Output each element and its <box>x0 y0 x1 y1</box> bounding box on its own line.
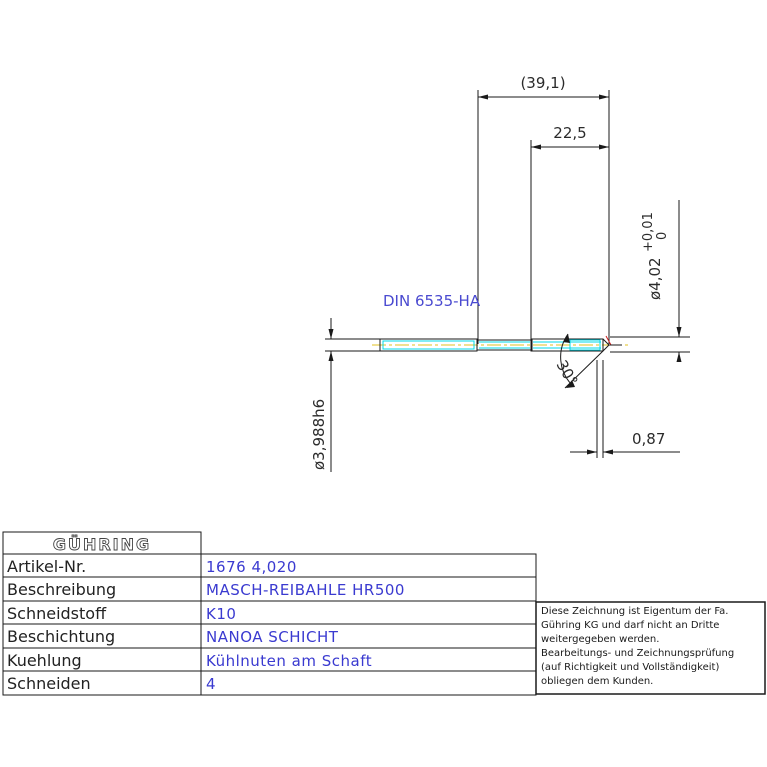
tool-body <box>372 335 628 352</box>
tolerance-lower-text: 0 <box>655 232 670 240</box>
row-value-artikel: 1676 4,020 <box>206 558 297 576</box>
diameter-main-text: ø4,02 <box>646 257 664 300</box>
row-value-schneidstoff: K10 <box>206 605 236 623</box>
row-label-beschreibung: Beschreibung <box>7 580 116 599</box>
notice-line: Diese Zeichnung ist Eigentum der Fa. <box>541 606 728 617</box>
notice-line: Gühring KG und darf nicht an Dritte <box>541 620 719 631</box>
dim-angle <box>560 333 604 389</box>
row-label-schneidstoff: Schneidstoff <box>7 604 107 623</box>
notice-line: (auf Richtigkeit und Vollständigkeit) <box>541 662 719 673</box>
row-label-schneiden: Schneiden <box>7 674 91 693</box>
diameter-main-label: ø4,02 +0,01 0 <box>641 212 670 300</box>
overall-length-text: (39,1) <box>520 74 565 92</box>
title-block <box>2 531 766 696</box>
row-value-schneiden: 4 <box>206 675 216 693</box>
shank-diameter-text: ø3,988h6 <box>310 399 328 470</box>
tip-length-text: 0,87 <box>632 430 665 448</box>
guehring-logo: GÜHRING <box>53 535 151 554</box>
row-value-beschichtung: NANOA SCHICHT <box>206 628 339 646</box>
row-value-kuehlung: Kühlnuten am Schaft <box>206 652 372 670</box>
ownership-notice: Diese Zeichnung ist Eigentum der Fa. Güh… <box>541 606 734 687</box>
row-label-artikel: Artikel-Nr. <box>7 557 86 576</box>
notice-line: weitergegeben werden. <box>541 634 659 645</box>
title-rows: Artikel-Nr. 1676 4,020 Beschreibung MASC… <box>7 557 405 693</box>
dim-cutting-length <box>530 140 609 344</box>
notice-line: Bearbeitungs- und Zeichnungsprüfung <box>541 648 734 659</box>
tolerance-upper-text: +0,01 <box>641 212 656 252</box>
dim-diameter-main <box>610 200 690 362</box>
dim-overall-length <box>477 90 610 344</box>
row-label-beschichtung: Beschichtung <box>7 627 115 646</box>
dim-shank-diameter <box>325 318 385 472</box>
dim-tip-length <box>570 360 680 458</box>
row-value-beschreibung: MASCH-REIBAHLE HR500 <box>206 581 405 599</box>
row-label-kuehlung: Kuehlung <box>7 651 82 670</box>
cutting-length-text: 22,5 <box>553 124 586 142</box>
angle-text: 30° <box>553 357 582 389</box>
notice-line: obliegen dem Kunden. <box>541 676 653 687</box>
standard-label: DIN 6535-HA <box>383 292 481 310</box>
